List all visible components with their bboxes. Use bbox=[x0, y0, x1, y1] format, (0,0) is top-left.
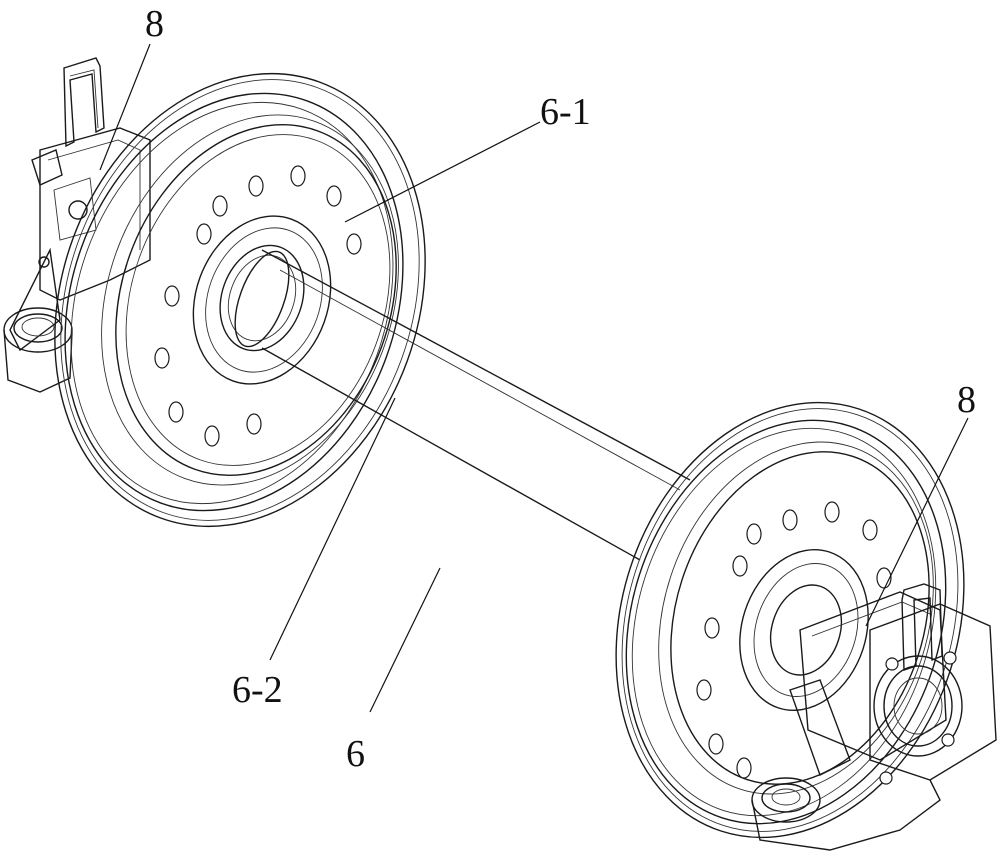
label-6-1: 6-1 bbox=[540, 91, 591, 133]
label-8-top-left: 8 bbox=[145, 3, 164, 45]
right-axle-box bbox=[751, 583, 997, 851]
right-wheel bbox=[615, 401, 965, 839]
label-8-right: 8 bbox=[957, 379, 976, 421]
left-wheel bbox=[54, 72, 426, 528]
leader-right-8 bbox=[865, 417, 969, 627]
leader-6-1 bbox=[344, 121, 541, 223]
leader-6 bbox=[369, 567, 441, 713]
label-6-2: 6-2 bbox=[232, 669, 283, 711]
label-6: 6 bbox=[346, 733, 365, 775]
axle bbox=[234, 249, 691, 561]
leader-lines bbox=[99, 43, 969, 713]
leader-6-2 bbox=[269, 397, 396, 661]
leader-top-left-8 bbox=[99, 43, 151, 171]
